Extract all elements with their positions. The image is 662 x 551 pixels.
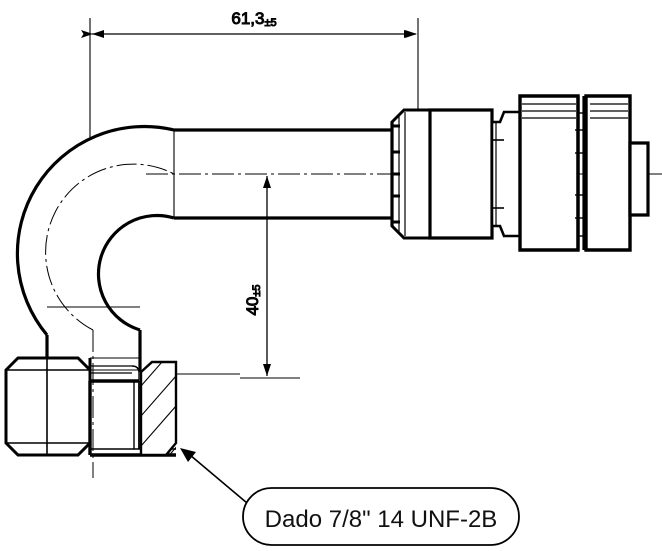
dimension-label-length: 61,3±5	[231, 9, 276, 29]
socket-main-block	[428, 108, 494, 240]
callout-leader	[180, 448, 248, 504]
section-hatch	[139, 360, 240, 457]
crimp-ferrule-1	[518, 94, 580, 252]
dimension-label-height: 40±5	[243, 284, 263, 315]
hose-tube	[173, 128, 392, 220]
dimension-vertical-40	[240, 176, 300, 379]
callout-box	[242, 487, 520, 546]
callout-text: Dado 7/8" 14 UNF-2B	[265, 506, 498, 533]
elbow-bend	[15, 124, 175, 337]
centerline-bend-arc	[45, 163, 175, 331]
dimension-horizontal-61	[81, 18, 419, 140]
stepped-neck	[490, 110, 522, 238]
thread-spec-callout[interactable]: Dado 7/8" 14 UNF-2B	[242, 487, 520, 546]
end-stub	[628, 141, 650, 217]
socket-body	[390, 108, 432, 240]
crimp-ferrule-2	[584, 94, 632, 252]
